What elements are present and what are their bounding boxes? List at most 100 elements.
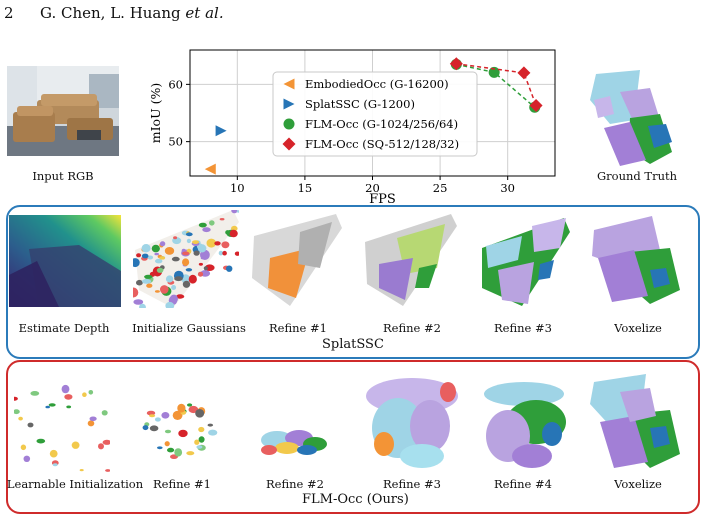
- gaussian-blob: [172, 410, 183, 420]
- ground-truth-voxels: [590, 70, 672, 166]
- gaussian-blob: [49, 449, 58, 458]
- gaussian-blob: [185, 232, 193, 237]
- legend-marker-0: [283, 78, 295, 90]
- gaussian-blob: [136, 253, 142, 258]
- gaussian-blob: [234, 251, 239, 256]
- gaussian-blob: [154, 417, 161, 422]
- gaussian-blob: [18, 416, 23, 421]
- gaussian-blob: [165, 275, 174, 283]
- gaussian-blob: [171, 256, 180, 262]
- gaussian-blob: [133, 299, 144, 305]
- splatssc-voxelize-image: [592, 216, 680, 304]
- refine1-gaussians-image: [252, 214, 342, 306]
- gaussian-blob: [157, 446, 163, 450]
- data-point-1: [215, 125, 227, 137]
- gaussian-blob: [141, 279, 152, 284]
- data-point-3: [449, 57, 463, 71]
- flm-refine2-image: [261, 430, 327, 455]
- splatssc-step-2: Initialize Gaussians: [132, 321, 246, 335]
- legend-label-3: FLM-Occ (SQ-512/128/32): [305, 137, 459, 151]
- refine3-gaussians-image: [482, 218, 570, 306]
- gaussian-blob: [146, 283, 153, 288]
- data-point-3: [529, 99, 543, 113]
- flm-refine3-image: [366, 378, 458, 468]
- y-axis-label: mIoU (%): [148, 83, 163, 143]
- gaussian-blob: [149, 425, 159, 432]
- gaussian-blob: [198, 436, 205, 443]
- gaussian-blob: [173, 236, 178, 240]
- gaussian-blob: [209, 220, 215, 226]
- legend-marker-3: [282, 137, 296, 151]
- gaussian-blob: [48, 403, 56, 407]
- gaussian-blob: [206, 238, 217, 248]
- gaussian-blob: [27, 422, 34, 428]
- gaussian-blob: [175, 294, 185, 299]
- gaussian-blob: [187, 403, 193, 407]
- splatssc-step-4: Refine #2: [383, 321, 441, 335]
- gaussian-blob: [185, 268, 193, 272]
- x-tick-label: 25: [433, 181, 448, 195]
- gaussian-blob: [52, 463, 58, 467]
- legend-label-2: FLM-Occ (G-1024/256/64): [305, 117, 458, 131]
- gaussian-blob: [30, 391, 40, 396]
- input-rgb-caption: Input RGB: [32, 169, 94, 183]
- gaussian-blob: [89, 416, 97, 422]
- gaussian-blob: [197, 271, 204, 277]
- gaussian-blob: [160, 285, 169, 294]
- gaussian-blob: [231, 210, 238, 214]
- y-tick-label: 50: [168, 135, 183, 149]
- gaussian-blob: [188, 274, 197, 284]
- gaussian-blob: [105, 469, 110, 472]
- gaussian-blob: [156, 267, 164, 273]
- gaussian-blob: [208, 429, 218, 436]
- gaussian-blob: [142, 425, 149, 431]
- gaussian-blob: [196, 445, 203, 449]
- ground-truth-caption: Ground Truth: [596, 169, 678, 183]
- splatssc-step-1: Estimate Depth: [18, 321, 110, 335]
- splatssc-step-6: Voxelize: [614, 321, 662, 335]
- gaussian-blob: [231, 225, 238, 232]
- gaussian-blob: [226, 265, 233, 272]
- gaussian-blob: [144, 274, 153, 279]
- legend-marker-2: [283, 118, 295, 130]
- gaussian-blob: [161, 412, 170, 419]
- authors-etal: et al.: [185, 4, 224, 22]
- data-point-0: [204, 163, 216, 175]
- gaussian-blob: [87, 420, 95, 427]
- flm-refine4-image: [484, 382, 566, 468]
- gaussian-blob: [203, 266, 208, 271]
- legend-box: [272, 71, 478, 157]
- gaussian-blob: [200, 257, 206, 260]
- gaussian-blob: [141, 253, 149, 259]
- y-tick-label: 60: [168, 77, 183, 91]
- gaussian-blob: [82, 392, 87, 397]
- gaussian-blob: [149, 414, 156, 418]
- gaussian-blob: [23, 455, 31, 462]
- gaussian-blob: [133, 287, 139, 298]
- gaussian-blob: [98, 443, 104, 450]
- data-point-3: [517, 66, 531, 80]
- gaussian-blob: [202, 227, 211, 233]
- gaussian-blob: [194, 439, 200, 445]
- initialize-gaussians-image: [133, 210, 239, 308]
- gaussian-blob: [151, 244, 160, 253]
- splatssc-panel-title: SplatSSC: [318, 337, 388, 352]
- gaussian-blob: [207, 423, 213, 427]
- x-tick-label: 20: [365, 181, 380, 195]
- gaussian-blob: [88, 390, 94, 395]
- gaussian-blob: [66, 405, 72, 409]
- estimate-depth-image: [9, 215, 121, 307]
- gaussian-blob: [198, 222, 207, 228]
- gaussian-blob: [64, 394, 73, 400]
- gaussian-blob: [174, 448, 183, 457]
- flm-step-4: Refine #3: [383, 477, 441, 491]
- gaussian-blob: [169, 294, 178, 303]
- gaussian-blob: [101, 410, 108, 416]
- gaussian-blob: [177, 403, 186, 413]
- legend-label-0: EmbodiedOcc (G-16200): [305, 77, 449, 91]
- gaussian-blob: [167, 447, 175, 453]
- gaussian-blob: [71, 441, 80, 449]
- flm-step-1: Learnable Initialization: [6, 477, 144, 491]
- gaussian-blob: [79, 469, 84, 472]
- gaussian-blob: [139, 303, 146, 308]
